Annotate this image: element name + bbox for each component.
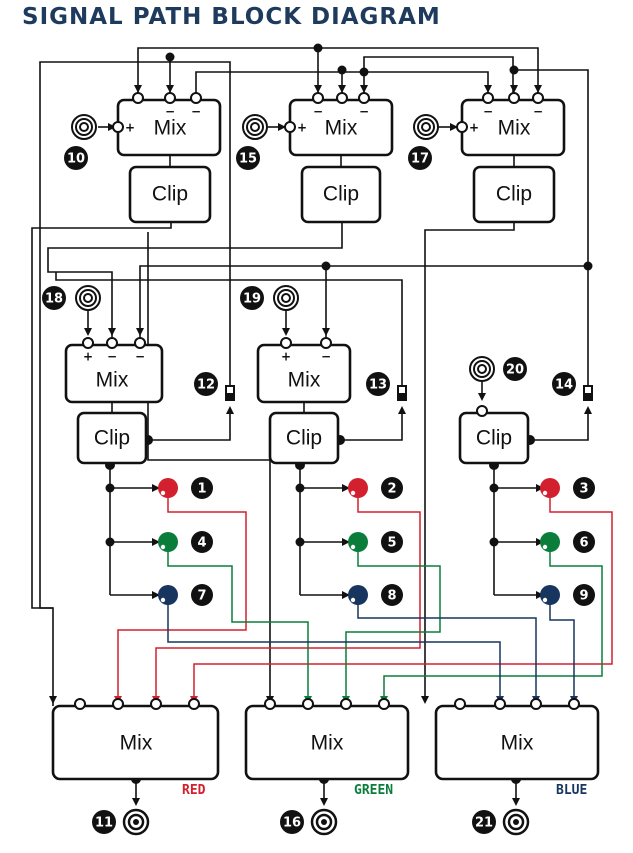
bus-label-blue: BLUE	[556, 783, 587, 798]
blue-wiring	[167, 604, 575, 698]
svg-text:Clip: Clip	[286, 427, 322, 450]
svg-text:+: +	[469, 121, 479, 135]
mid-clip-1: Clip	[76, 411, 148, 465]
badge-15: 15	[239, 152, 257, 167]
svg-text:Clip: Clip	[94, 427, 130, 450]
svg-text:Clip: Clip	[496, 183, 532, 206]
badge-3: 3	[579, 482, 588, 497]
svg-text:+: +	[281, 350, 291, 364]
badge-7: 7	[197, 589, 206, 604]
bottom-mix-blue: Mix BLUE	[434, 698, 600, 798]
badge-12: 12	[197, 378, 215, 393]
svg-text:+: +	[125, 121, 135, 135]
tap-connector-14[interactable]	[583, 385, 593, 401]
badge-16: 16	[283, 816, 301, 831]
badge-10: 10	[67, 152, 85, 167]
output-jack-16[interactable]	[310, 808, 338, 836]
svg-text:Clip: Clip	[152, 183, 188, 206]
top-clip-2: Clip	[300, 165, 382, 224]
green-wiring	[167, 550, 603, 698]
svg-text:−: −	[313, 105, 323, 119]
svg-text:Clip: Clip	[476, 427, 512, 450]
input-jack-19[interactable]	[273, 285, 299, 311]
input-jack-10[interactable]	[71, 114, 97, 140]
svg-text:Mix: Mix	[96, 369, 129, 392]
svg-text:+: +	[83, 350, 93, 364]
bottom-mix-green: Mix GREEN	[244, 698, 410, 798]
input-jack-15[interactable]	[242, 114, 268, 140]
bus-label-green: GREEN	[354, 783, 393, 798]
badge-11: 11	[95, 816, 113, 831]
input-jack-18[interactable]	[75, 285, 101, 311]
svg-text:Mix: Mix	[120, 732, 153, 755]
svg-text:Clip: Clip	[323, 183, 359, 206]
badge-5: 5	[387, 536, 396, 551]
badge-6: 6	[579, 536, 588, 551]
svg-text:−: −	[107, 350, 117, 364]
svg-text:Mix: Mix	[311, 732, 344, 755]
output-jack-11[interactable]	[122, 808, 150, 836]
black-wiring	[31, 47, 589, 800]
led-6	[540, 532, 560, 552]
svg-text:−: −	[483, 105, 493, 119]
badge-13: 13	[369, 378, 387, 393]
mix-label: Mix	[154, 117, 187, 140]
input-jack-17[interactable]	[413, 114, 439, 140]
badge-1: 1	[197, 482, 206, 497]
top-clip-1: Clip	[128, 165, 212, 224]
badge-9: 9	[579, 589, 588, 604]
svg-text:−: −	[533, 105, 543, 119]
led-5	[348, 532, 368, 552]
tap-connector-12[interactable]	[225, 385, 235, 401]
bottom-mix-red: Mix RED	[51, 698, 220, 798]
led-2	[348, 478, 368, 498]
badge-2: 2	[387, 482, 396, 497]
badge-14: 14	[555, 378, 573, 393]
number-badges: 1 2 3 4 5 6 7 8 9 10 15 17 18 19 20 12 1…	[42, 146, 595, 834]
svg-text:−: −	[165, 105, 175, 119]
led-3	[540, 478, 560, 498]
badge-20: 20	[506, 363, 524, 378]
badge-17: 17	[411, 152, 429, 167]
red-wiring	[117, 497, 613, 698]
svg-text:−: −	[359, 105, 369, 119]
badge-21: 21	[475, 816, 493, 831]
badge-4: 4	[197, 536, 206, 551]
svg-text:−: −	[191, 105, 201, 119]
svg-text:−: −	[321, 350, 331, 364]
svg-text:+: +	[297, 121, 307, 135]
top-mix-1: Mix + − −	[112, 92, 222, 157]
mid-clip-2: Clip	[268, 411, 340, 465]
top-clip-3: Clip	[472, 165, 556, 224]
svg-text:Mix: Mix	[501, 732, 534, 755]
led-1	[158, 478, 178, 498]
mix-label: Mix	[498, 117, 531, 140]
mix-label: Mix	[325, 117, 358, 140]
svg-text:Mix: Mix	[288, 369, 321, 392]
page-title: SIGNAL PATH BLOCK DIAGRAM	[22, 4, 441, 30]
mid-clip-3: Clip	[458, 405, 530, 465]
top-mix-2: Mix + − −	[284, 92, 394, 157]
bus-label-red: RED	[182, 783, 206, 798]
led-4	[158, 532, 178, 552]
badge-19: 19	[243, 292, 261, 307]
led-9	[540, 585, 560, 605]
top-mix-3: Mix + − −	[456, 92, 566, 157]
tap-connector-13[interactable]	[397, 385, 407, 401]
led-7	[158, 585, 178, 605]
mid-mix-2: Mix + −	[256, 337, 352, 404]
badge-8: 8	[387, 589, 396, 604]
led-8	[348, 585, 368, 605]
input-jack-20[interactable]	[469, 356, 495, 382]
badge-18: 18	[45, 292, 63, 307]
svg-text:−: −	[135, 350, 145, 364]
mid-mix-1: Mix + − −	[64, 337, 164, 404]
output-jack-21[interactable]	[502, 808, 530, 836]
